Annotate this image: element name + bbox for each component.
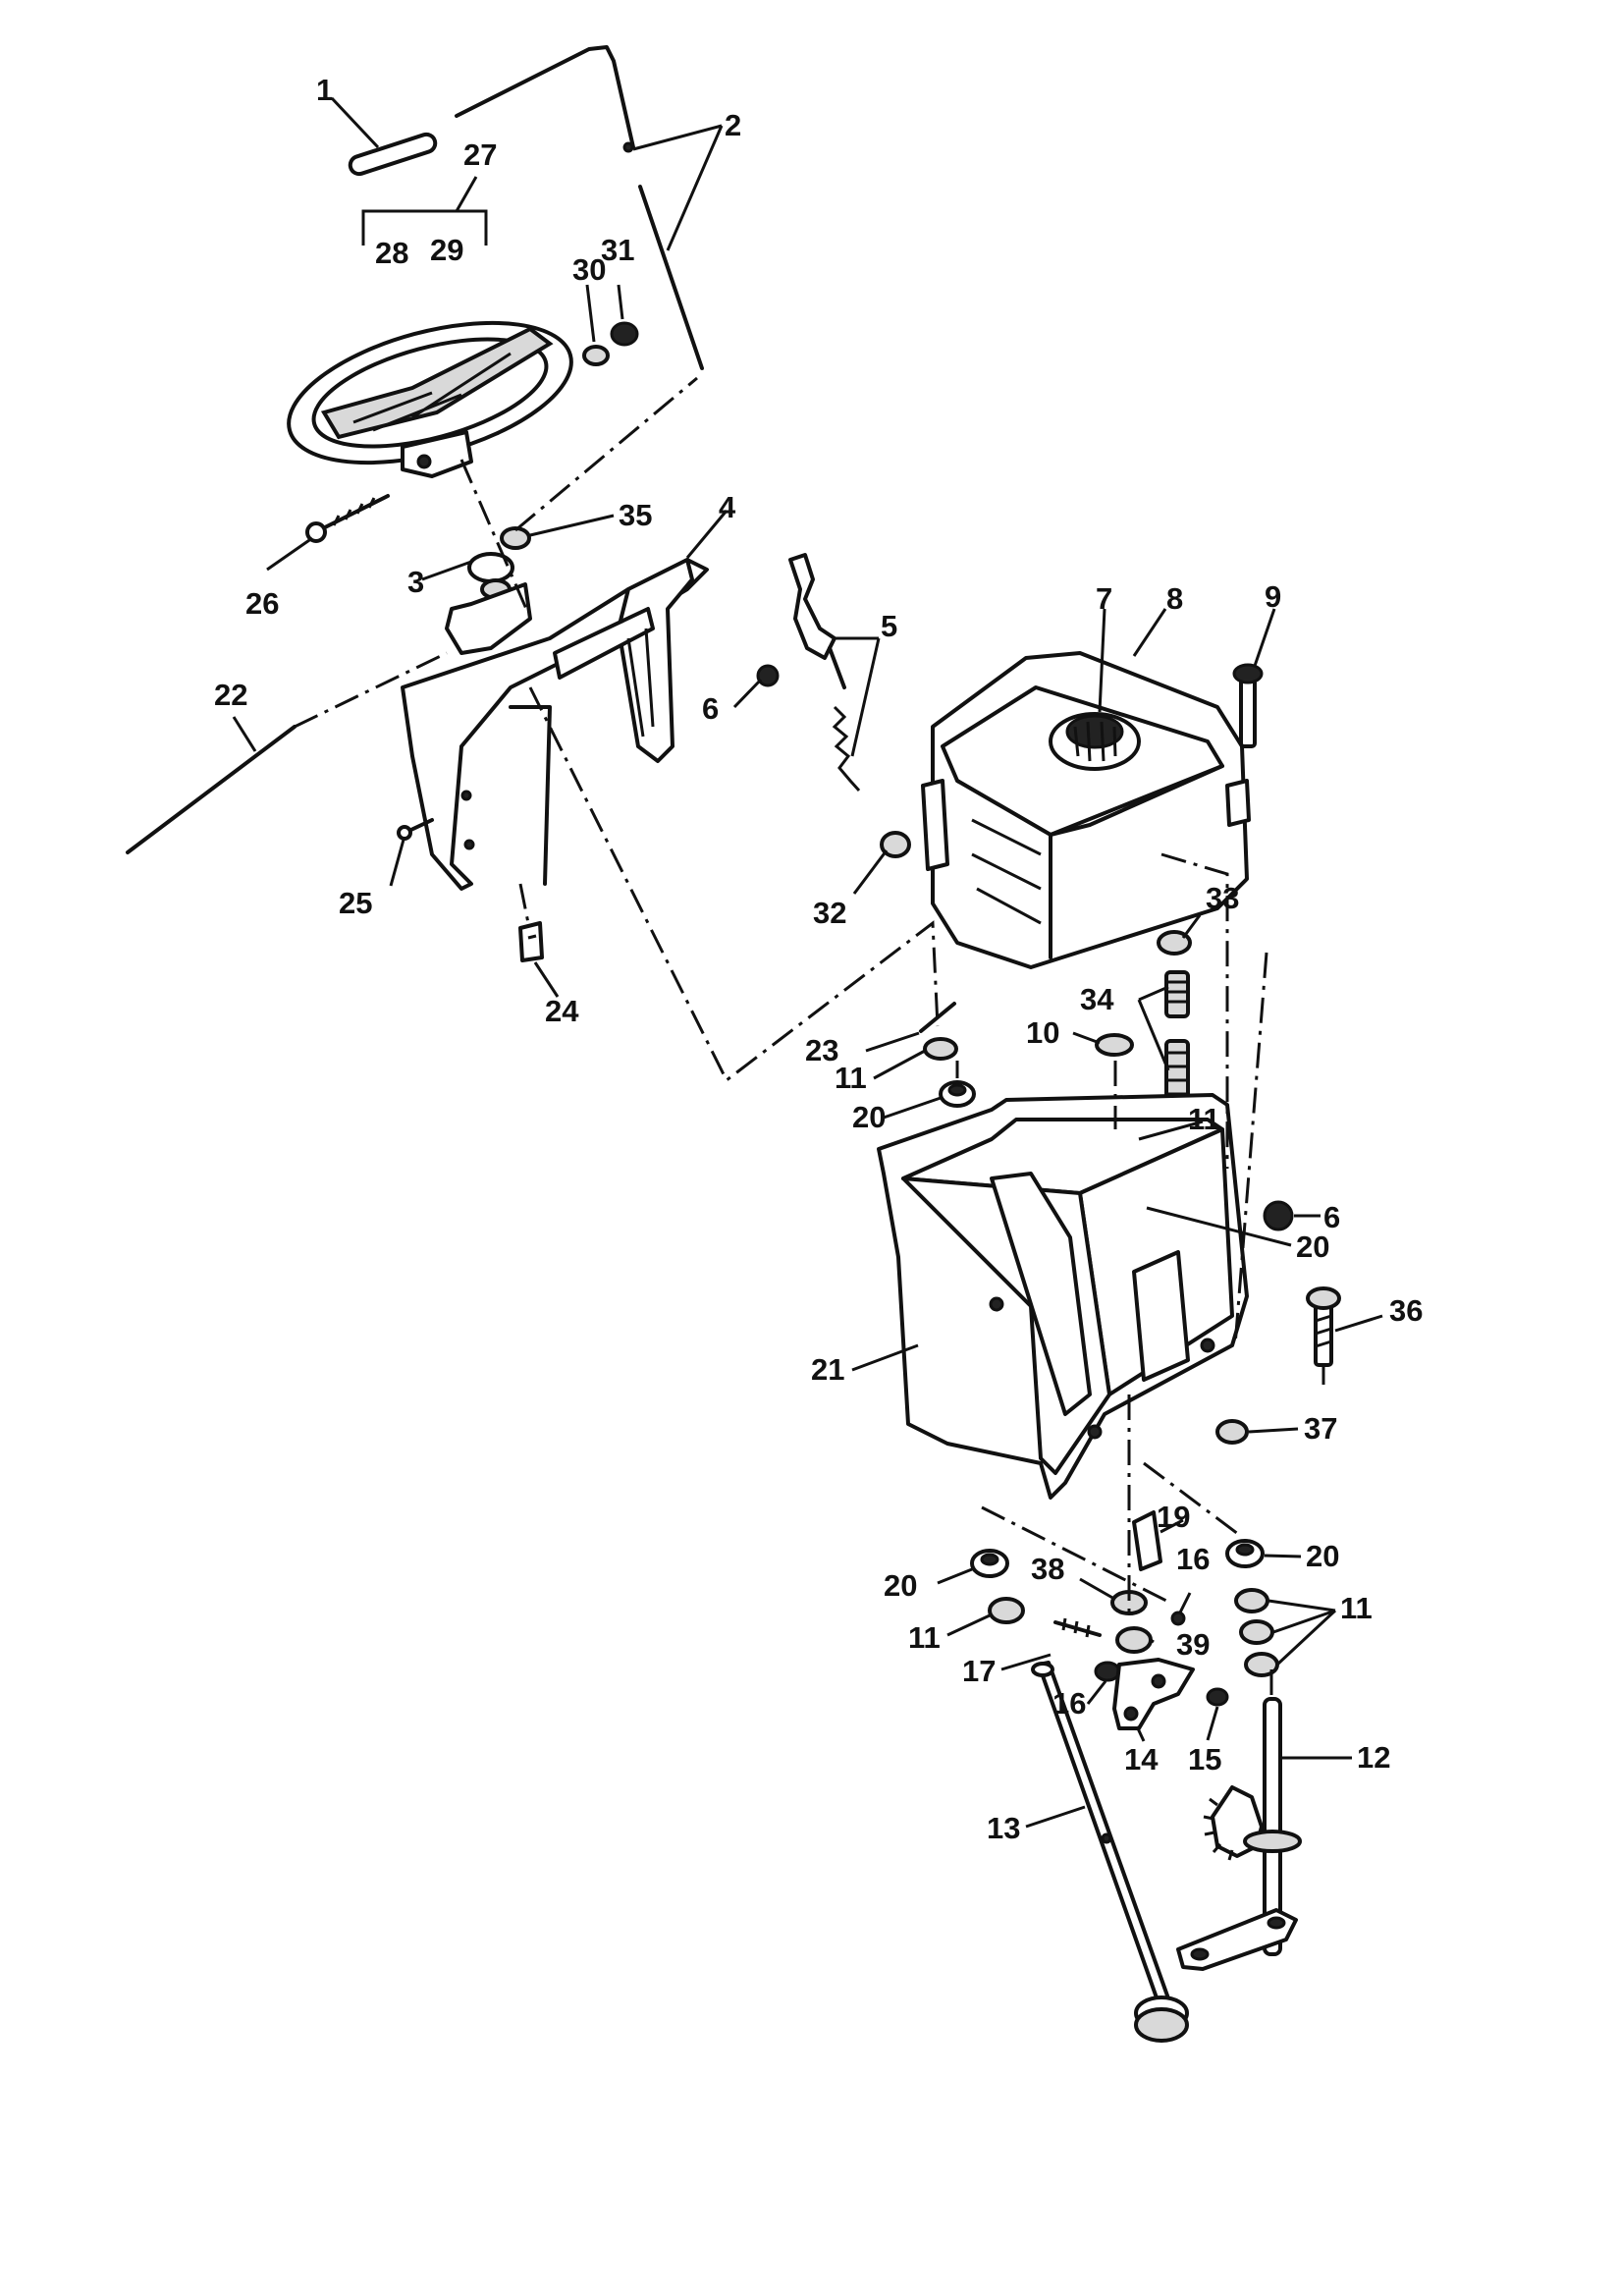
callout-4: 4: [719, 490, 736, 524]
part-31-cap: [610, 321, 639, 347]
callout-33: 33: [1206, 881, 1239, 915]
callout-25: 25: [339, 886, 372, 920]
part-1-pin: [348, 132, 438, 177]
callout-10: 10: [1026, 1015, 1059, 1050]
part-26-bolt: [305, 494, 390, 543]
callout-32: 32: [813, 896, 846, 930]
part-33-washer: [1157, 930, 1192, 956]
callout-2: 2: [725, 108, 741, 142]
callout-16b: 16: [1052, 1686, 1086, 1721]
leader-lines: [232, 96, 1383, 1829]
part-27-steering-wheel: [287, 320, 573, 478]
callout-34: 34: [1080, 982, 1114, 1016]
callout-11a: 11: [835, 1061, 867, 1095]
callout-26: 26: [245, 586, 279, 621]
part-20-grommet-lower-left: [970, 1549, 1009, 1578]
callout-23: 23: [805, 1033, 838, 1067]
part-32-nut: [880, 831, 911, 858]
part-19-spacer: [1132, 1510, 1162, 1571]
part-24-clip: [518, 921, 544, 962]
callout-1: 1: [316, 73, 333, 107]
part-35-nut: [500, 526, 531, 550]
callout-16a: 16: [1176, 1542, 1210, 1576]
part-12-steering-shaft: [1176, 1697, 1302, 1971]
part-7-fuel-cap: [1049, 712, 1141, 771]
callout-31: 31: [601, 233, 634, 267]
center-lines: [294, 376, 1325, 1699]
callout-17: 17: [962, 1654, 996, 1688]
part-34-spring-lower: [1164, 1039, 1190, 1112]
part-15-bolt: [1206, 1687, 1229, 1707]
part-20-grommet-lower-right: [1225, 1539, 1265, 1568]
callout-21: 21: [811, 1352, 844, 1387]
callout-30: 30: [572, 252, 606, 287]
callout-27: 27: [463, 137, 497, 172]
callout-36: 36: [1389, 1293, 1423, 1328]
callout-38: 38: [1031, 1552, 1064, 1586]
part-39-washer: [1115, 1626, 1153, 1654]
part-11-washer-lower-right-stack: [1234, 1588, 1279, 1677]
part-6-nut-lower: [1263, 1200, 1294, 1231]
part-16-pin-upper: [1170, 1611, 1186, 1626]
callout-3: 3: [407, 565, 424, 599]
callouts: 1 2 3 4 5 6 6 7 8 9 10 11 11 11 11 12 13…: [214, 73, 1423, 1845]
callout-11b: 11: [1188, 1102, 1220, 1136]
callout-13: 13: [987, 1811, 1020, 1845]
callout-39: 39: [1176, 1627, 1210, 1662]
callout-20a: 20: [852, 1100, 886, 1134]
callout-29: 29: [430, 233, 463, 267]
part-13-drag-link: [1031, 1661, 1189, 2043]
part-14-bellcrank: [1112, 1658, 1195, 1730]
part-6-nut-upper: [756, 664, 780, 687]
callout-20d: 20: [1306, 1539, 1339, 1573]
part-22-rod: [126, 725, 297, 854]
part-18-nut: [1094, 1661, 1121, 1682]
callout-20c: 20: [884, 1568, 917, 1603]
part-21-frame-box: [877, 1093, 1249, 1500]
callout-15: 15: [1188, 1742, 1221, 1777]
callout-20b: 20: [1296, 1230, 1329, 1264]
callout-7: 7: [1096, 581, 1112, 616]
callout-11d: 11: [1340, 1591, 1373, 1625]
callout-5: 5: [881, 609, 897, 643]
part-11-washer-lower-left: [988, 1597, 1025, 1624]
callout-37: 37: [1304, 1411, 1337, 1446]
part-8-fuel-tank: [921, 651, 1251, 969]
part-4-dash-panel: [401, 558, 709, 891]
part-25-screw: [397, 818, 434, 841]
callout-8: 8: [1166, 581, 1183, 616]
callout-12: 12: [1357, 1740, 1390, 1775]
part-34-spring-upper: [1164, 970, 1190, 1018]
callout-28: 28: [375, 236, 408, 270]
callout-11c: 11: [908, 1620, 941, 1655]
part-10-washer: [1095, 1033, 1134, 1057]
part-11-washer-upper-left: [923, 1037, 958, 1061]
part-20-grommet-upper-left: [939, 1080, 976, 1108]
part-2-rod: [455, 45, 704, 370]
part-30-washer: [582, 345, 610, 366]
part-5-lever: [788, 553, 861, 793]
part-17-bolt: [1053, 1617, 1102, 1638]
callout-14: 14: [1124, 1742, 1159, 1777]
callout-6b: 6: [1323, 1200, 1340, 1234]
callout-24: 24: [545, 994, 579, 1028]
part-37-nut: [1215, 1419, 1249, 1445]
callout-19: 19: [1157, 1500, 1190, 1534]
callout-35: 35: [619, 498, 652, 532]
part-36-bolt: [1306, 1286, 1341, 1367]
callout-22: 22: [214, 678, 247, 712]
part-9-bolt: [1232, 663, 1264, 748]
callout-9: 9: [1265, 579, 1281, 614]
callout-6a: 6: [702, 691, 719, 726]
